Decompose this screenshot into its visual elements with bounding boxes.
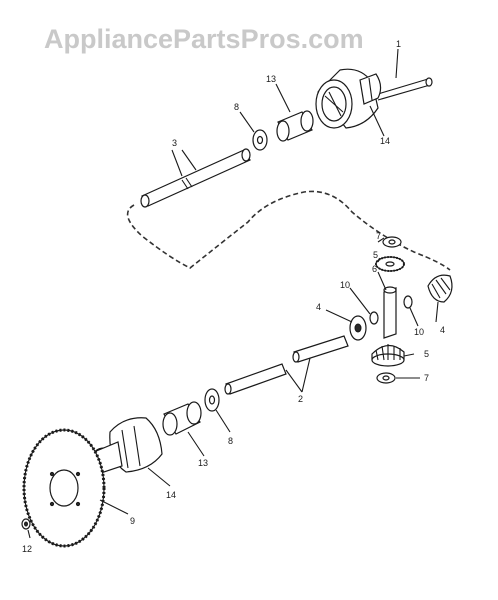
callout-3: 3 (172, 138, 177, 148)
callout-14-lower: 14 (166, 490, 176, 500)
callout-9: 9 (130, 516, 135, 526)
callout-8-upper: 8 (234, 102, 239, 112)
part-10-bushing-right (403, 295, 413, 309)
callout-2: 2 (298, 394, 303, 404)
callout-7-upper: 7 (376, 231, 381, 241)
part-5-gear-lower (371, 344, 405, 367)
part-9-sprocket (22, 428, 106, 548)
part-1-axle-rod (377, 77, 433, 101)
part-5-gear-top (375, 256, 405, 272)
part-13-bushing-lower (162, 401, 202, 436)
watermark-text: AppliancePartsPros.com (44, 24, 364, 54)
drive-chain-path (126, 190, 451, 271)
callout-10-right: 10 (414, 327, 424, 337)
part-8-washer-lower (204, 388, 220, 412)
callout-14-upper: 14 (380, 136, 390, 146)
callout-6: 6 (372, 264, 377, 274)
callout-labels: 1 13 8 3 14 7 5 6 10 4 10 4 5 7 2 8 13 1… (22, 39, 445, 554)
part-8-washer-upper (252, 129, 268, 151)
callout-5-lower: 5 (424, 349, 429, 359)
callout-12: 12 (22, 544, 32, 554)
lower-assembly (21, 236, 453, 548)
callout-4-right: 4 (440, 325, 445, 335)
part-7-washer-lower (376, 372, 396, 384)
part-2-shaft-a (292, 335, 349, 363)
part-12-nut (21, 518, 31, 530)
callout-10-left: 10 (340, 280, 350, 290)
part-4-gear-left (349, 315, 367, 341)
callout-8-lower: 8 (228, 436, 233, 446)
callout-7-lower: 7 (424, 373, 429, 383)
callout-1: 1 (396, 39, 401, 49)
part-6-pin (383, 286, 397, 339)
part-14-hub-lower (91, 417, 163, 475)
part-3-shaft-upper (140, 148, 251, 208)
leader-lines (27, 48, 439, 539)
part-2-shaft-b (224, 363, 287, 395)
part-13-bushing-upper (276, 110, 314, 142)
callout-13-lower: 13 (198, 458, 208, 468)
callout-13-upper: 13 (266, 74, 276, 84)
part-7-washer-top (382, 236, 402, 248)
callout-4-left: 4 (316, 302, 321, 312)
part-4-bevel-gear-right (427, 274, 453, 303)
part-upper-hub (315, 68, 382, 129)
callout-5-upper: 5 (373, 250, 378, 260)
part-10-bushing-left (369, 311, 379, 325)
upper-assembly (140, 68, 433, 208)
